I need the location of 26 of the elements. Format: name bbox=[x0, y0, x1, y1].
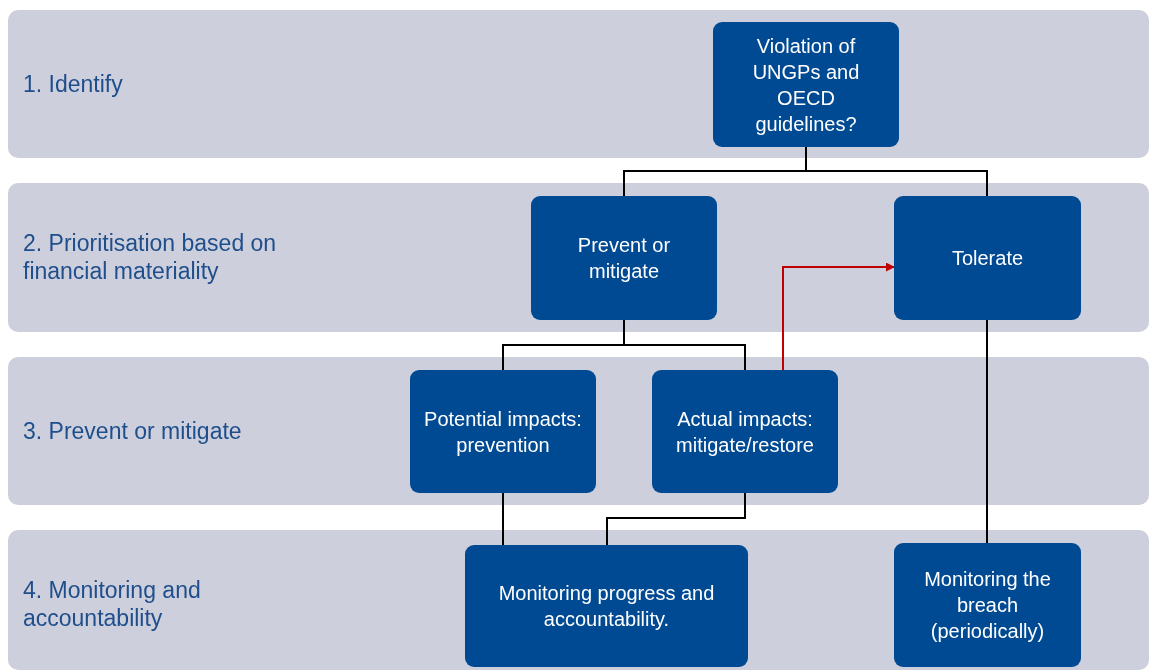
stage-label: 3. Prevent or mitigate bbox=[23, 417, 243, 445]
box-label: Potential impacts: prevention bbox=[423, 406, 583, 458]
stage-band bbox=[8, 357, 1149, 505]
box-label: Actual impacts: mitigate/restore bbox=[675, 406, 815, 458]
process-box bbox=[465, 545, 748, 667]
process-box bbox=[894, 543, 1081, 667]
box-label: Monitoring progress and accountability. bbox=[497, 581, 716, 632]
connector-line bbox=[502, 492, 504, 546]
connector-line bbox=[986, 319, 988, 544]
box-label: Monitoring the breach (periodically) bbox=[923, 567, 1052, 644]
process-box bbox=[410, 370, 596, 493]
process-box bbox=[894, 196, 1081, 320]
stage-label: 4. Monitoring and accountability bbox=[23, 576, 202, 632]
box-label: Prevent or mitigate bbox=[576, 233, 672, 284]
stage-label: 1. Identify bbox=[23, 70, 124, 98]
connector-line bbox=[606, 492, 746, 546]
process-box bbox=[652, 370, 838, 493]
process-box bbox=[531, 196, 717, 320]
process-box bbox=[713, 22, 899, 147]
stage-band bbox=[8, 530, 1149, 670]
stage-band bbox=[8, 183, 1149, 332]
box-label: Violation of UNGPs and OECD guidelines? bbox=[751, 33, 861, 137]
box-label: Tolerate bbox=[950, 246, 1025, 271]
stage-label: 2. Prioritisation based on financial materiality bbox=[23, 229, 278, 285]
stage-band bbox=[8, 10, 1149, 158]
arrow bbox=[782, 262, 895, 371]
